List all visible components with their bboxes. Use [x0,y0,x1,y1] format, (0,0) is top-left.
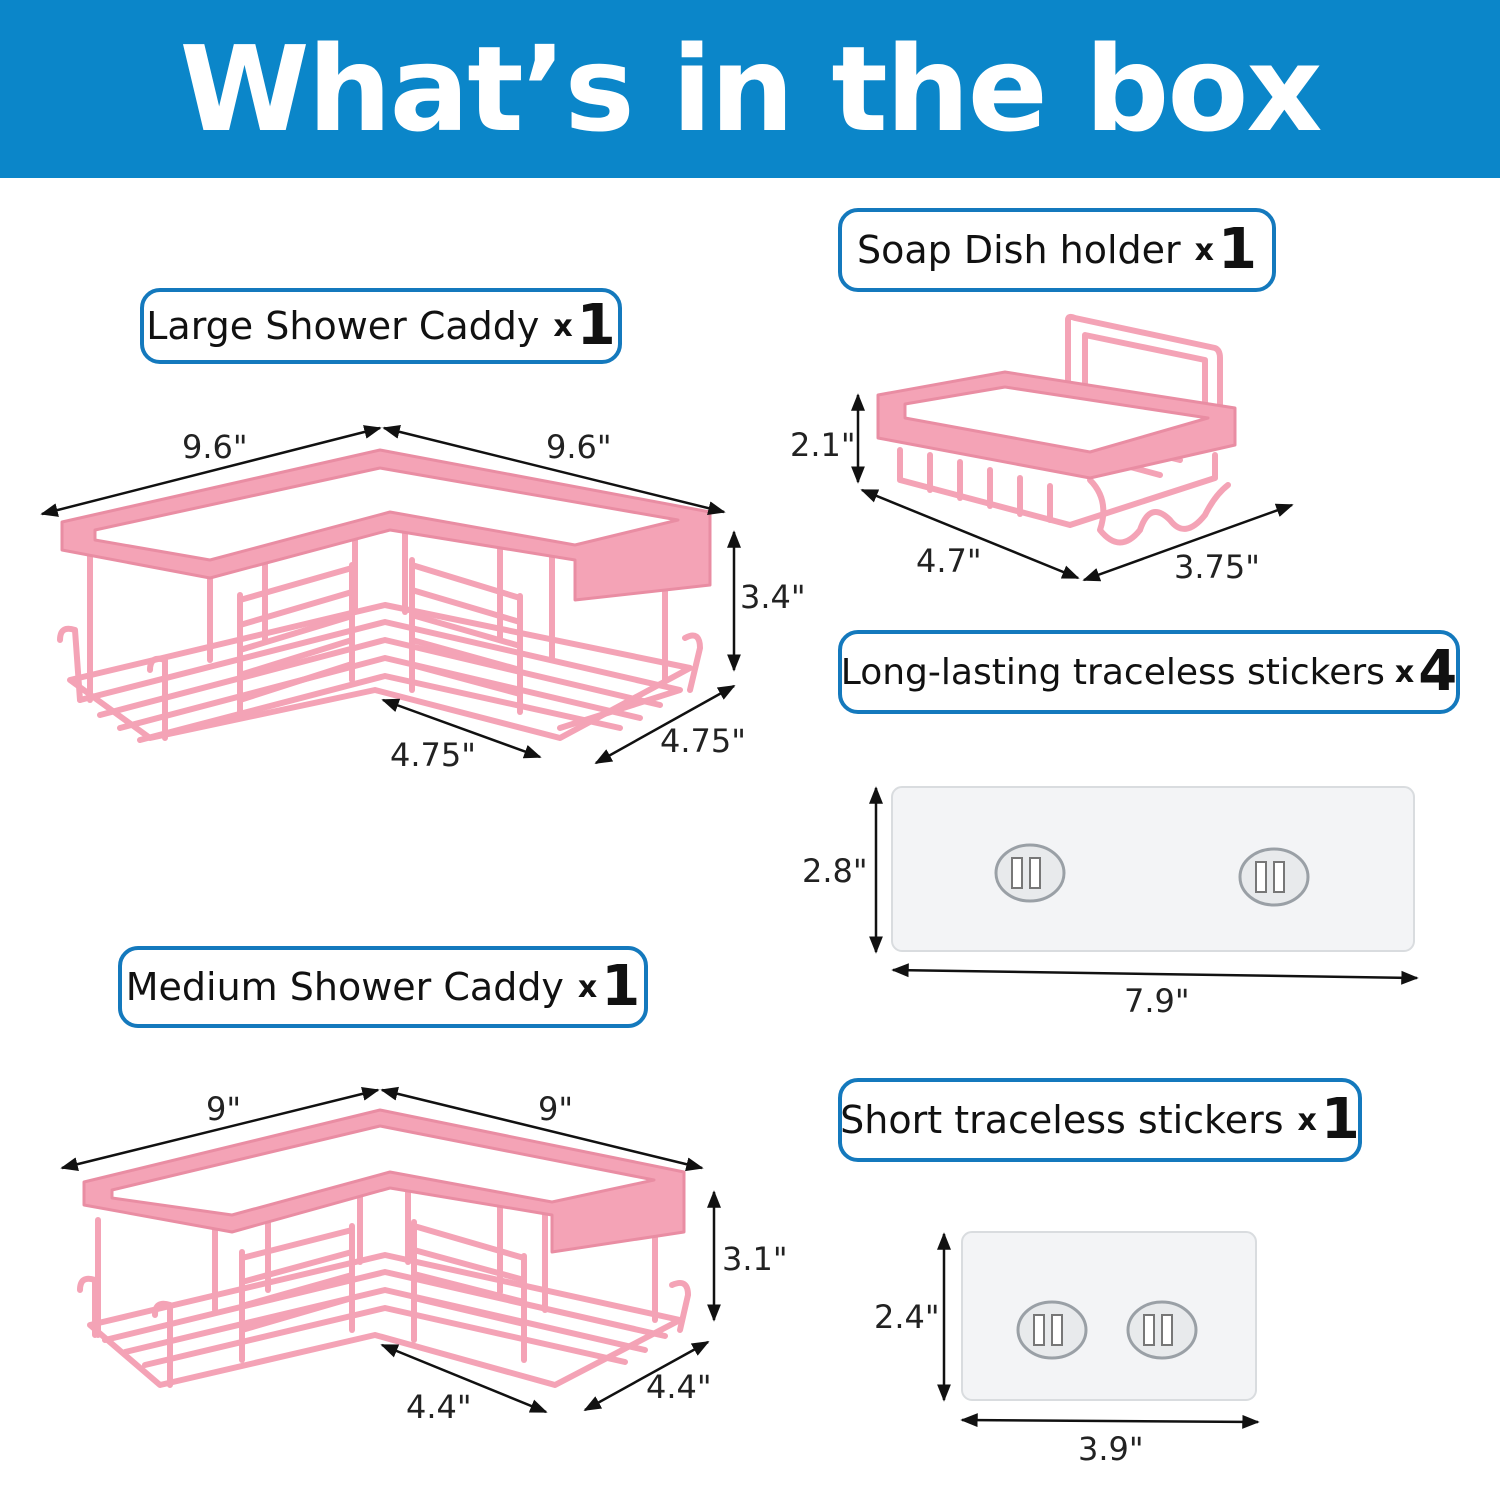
soap-width: 4.7" [916,542,982,580]
short-sticker-dimensions [937,1232,1260,1429]
medium-caddy-dimensions [60,1086,721,1414]
page-title: What’s in the box [179,20,1322,158]
soap-dish-label: Soap Dish holder x 1 [838,208,1276,292]
long-sticker-dimensions [869,786,1419,985]
medium-height: 3.1" [722,1240,788,1278]
large-depth-right: 4.75" [660,722,746,760]
hook-icon [1238,847,1310,907]
label-text: Short traceless stickers [840,1098,1284,1142]
quantity: 4 [1418,639,1458,704]
large-left-width: 9.6" [182,428,248,466]
hook-icon [994,843,1066,903]
label-text: Medium Shower Caddy [125,965,564,1009]
soap-dish-dimensions [851,393,1294,582]
large-caddy-label: Large Shower Caddy x 1 [140,288,622,364]
label-text: Soap Dish holder [857,228,1181,272]
times-sign: x [577,969,598,1005]
hook-icon [1016,1300,1088,1360]
hook-icon [1126,1300,1198,1360]
label-text: Large Shower Caddy [146,304,540,348]
long-sticker-width: 7.9" [1124,982,1190,1020]
short-stickers-label: Short traceless stickers x 1 [838,1078,1362,1162]
quantity: 1 [1320,1087,1360,1152]
quantity: 1 [601,954,641,1019]
large-height: 3.4" [740,578,806,616]
times-sign: x [1394,654,1415,690]
short-sticker-height: 2.4" [874,1298,940,1336]
times-sign: x [1194,232,1215,268]
medium-caddy-label: Medium Shower Caddy x 1 [118,946,648,1028]
times-sign: x [1297,1102,1317,1138]
medium-caddy-illustration [77,1108,691,1388]
medium-depth-left: 4.4" [406,1388,472,1426]
large-caddy-illustration [57,448,712,743]
short-sticker-illustration [961,1231,1257,1401]
title-banner: What’s in the box [0,0,1500,178]
medium-depth-right: 4.4" [646,1368,712,1406]
times-sign: x [553,308,573,344]
quantity: 1 [1218,217,1257,282]
large-depth-left: 4.75" [390,736,476,774]
quantity: 1 [576,293,616,358]
long-sticker-height: 2.8" [802,852,868,890]
medium-left-width: 9" [206,1090,241,1128]
soap-dish-illustration [876,313,1237,546]
soap-height: 2.1" [790,426,856,464]
long-stickers-label: Long-lasting traceless stickers x 4 [838,630,1460,714]
long-sticker-illustration [891,786,1415,952]
soap-depth: 3.75" [1174,548,1260,586]
large-right-width: 9.6" [546,428,612,466]
short-sticker-width: 3.9" [1078,1430,1144,1468]
large-caddy-dimensions [40,424,741,765]
label-text: Long-lasting traceless stickers [840,651,1385,693]
medium-right-width: 9" [538,1090,573,1128]
